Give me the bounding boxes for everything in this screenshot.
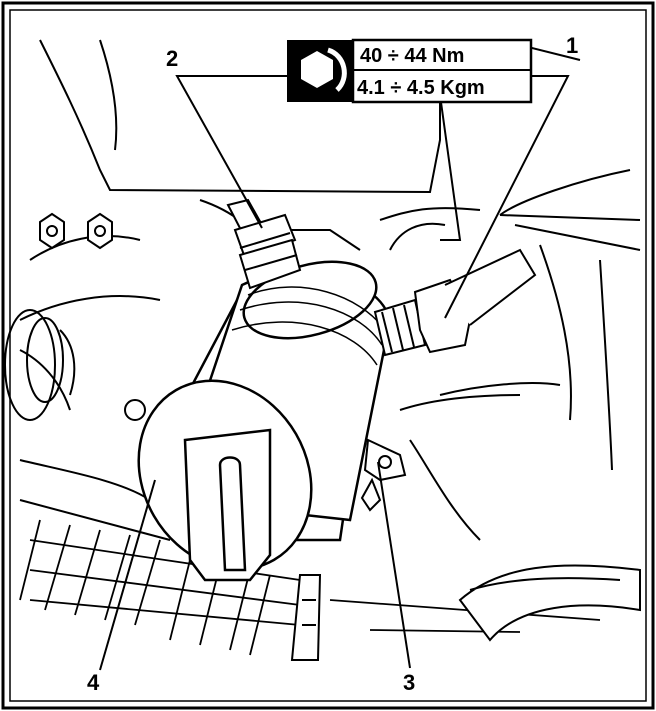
torque-spec: 40 ÷ 44 Nm 4.1 ÷ 4.5 Kgm [287, 38, 533, 104]
engine-bay-lines [19, 38, 641, 541]
engine-component-left [4, 309, 146, 421]
callout-4: 4 [87, 670, 100, 695]
bottom-connector [290, 574, 322, 661]
torque-kgm: 4.1 ÷ 4.5 Kgm [357, 77, 485, 99]
callout-3: 3 [403, 670, 415, 695]
clamp-bracket [360, 438, 407, 512]
callout-1: 1 [566, 33, 578, 58]
inner-frame [9, 9, 647, 702]
top-fitting [226, 198, 302, 290]
lower-hose [458, 564, 641, 642]
mounting-bracket [183, 428, 272, 582]
leader-lines [99, 75, 570, 671]
torque-nm: 40 ÷ 44 Nm [360, 45, 464, 67]
callout-2: 2 [166, 46, 178, 71]
hatched-floor [19, 519, 601, 656]
wrench-nut-icon [301, 47, 347, 92]
bolt-heads [39, 212, 113, 250]
